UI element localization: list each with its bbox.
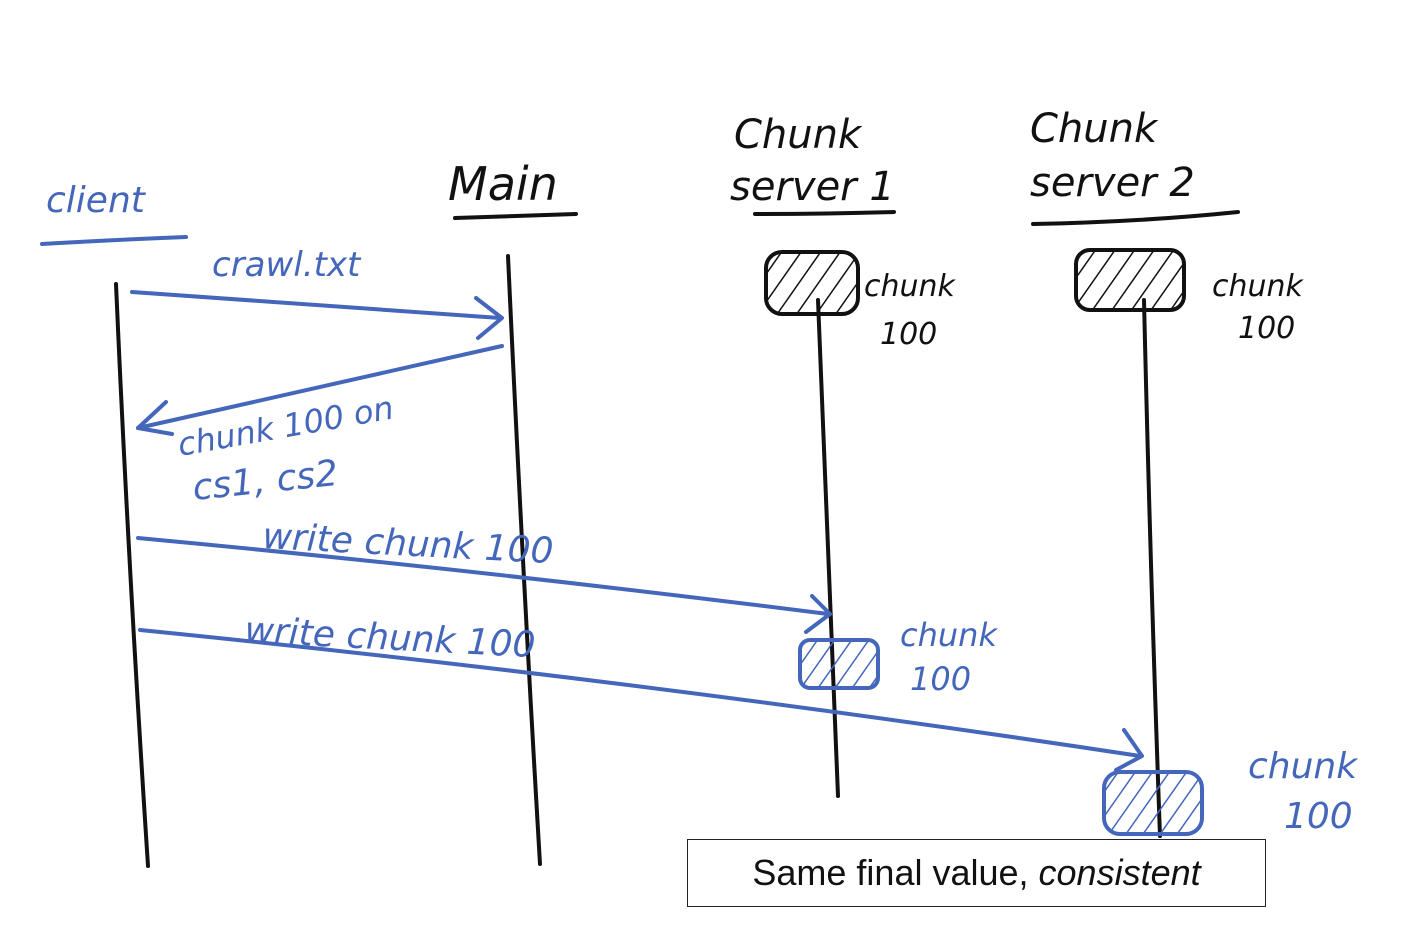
actor-cs2-underline bbox=[1031, 210, 1240, 226]
message-1-arrowhead bbox=[474, 296, 504, 340]
lifeline-cs2 bbox=[1142, 298, 1162, 838]
message-1-label: crawl.txt bbox=[212, 245, 362, 285]
message-3-label: write chunk 100 bbox=[262, 516, 555, 572]
initial-chunk-cs1-label-1: chunk bbox=[864, 269, 957, 304]
caption-box: Same final value, consistent bbox=[687, 839, 1266, 907]
message-3-arrow bbox=[136, 536, 830, 616]
message-4-arrow bbox=[138, 628, 1142, 758]
message-2-arrowhead bbox=[136, 400, 174, 436]
lifeline-cs1 bbox=[816, 298, 840, 798]
initial-chunk-cs2-label-2: 100 bbox=[1238, 311, 1295, 346]
written-chunk-cs2-box bbox=[1102, 770, 1204, 836]
message-4-label: write chunk 100 bbox=[244, 610, 537, 666]
actor-cs2-label-line2: server 2 bbox=[1030, 160, 1195, 206]
written-chunk-cs1-box bbox=[798, 638, 880, 690]
message-4-arrowhead bbox=[1114, 728, 1144, 772]
caption-plain: Same final value, bbox=[752, 852, 1029, 893]
message-2-label-line2: cs1, cs2 bbox=[191, 453, 340, 509]
initial-chunk-cs1-label-2: 100 bbox=[880, 317, 937, 352]
actor-main-label: Main bbox=[448, 157, 558, 211]
actor-main-underline bbox=[453, 212, 578, 220]
message-2-arrow bbox=[136, 344, 504, 430]
message-2-label-line1: chunk 100 on bbox=[175, 389, 397, 464]
actor-cs1-underline bbox=[753, 210, 896, 216]
initial-chunk-cs2-box bbox=[1074, 248, 1186, 312]
lifeline-main bbox=[506, 254, 542, 866]
caption-emphasis: consistent bbox=[1038, 852, 1201, 893]
actor-cs1-label-line2: server 1 bbox=[730, 164, 895, 210]
lifeline-client bbox=[114, 282, 150, 868]
actor-client-underline bbox=[40, 235, 188, 246]
actor-client-label: client bbox=[46, 180, 147, 221]
actor-cs1-label-line1: Chunk bbox=[734, 112, 863, 158]
actor-cs2-label-line1: Chunk bbox=[1030, 106, 1159, 152]
initial-chunk-cs1-box bbox=[764, 250, 860, 316]
written-chunk-cs1-label-2: 100 bbox=[910, 660, 971, 698]
written-chunk-cs2-label-1: chunk bbox=[1248, 746, 1359, 787]
written-chunk-cs1-label-1: chunk bbox=[900, 616, 998, 654]
written-chunk-cs2-label-2: 100 bbox=[1284, 796, 1353, 837]
message-3-arrowhead bbox=[804, 594, 832, 634]
initial-chunk-cs2-label-1: chunk bbox=[1212, 269, 1305, 304]
message-1-arrow bbox=[130, 290, 502, 320]
